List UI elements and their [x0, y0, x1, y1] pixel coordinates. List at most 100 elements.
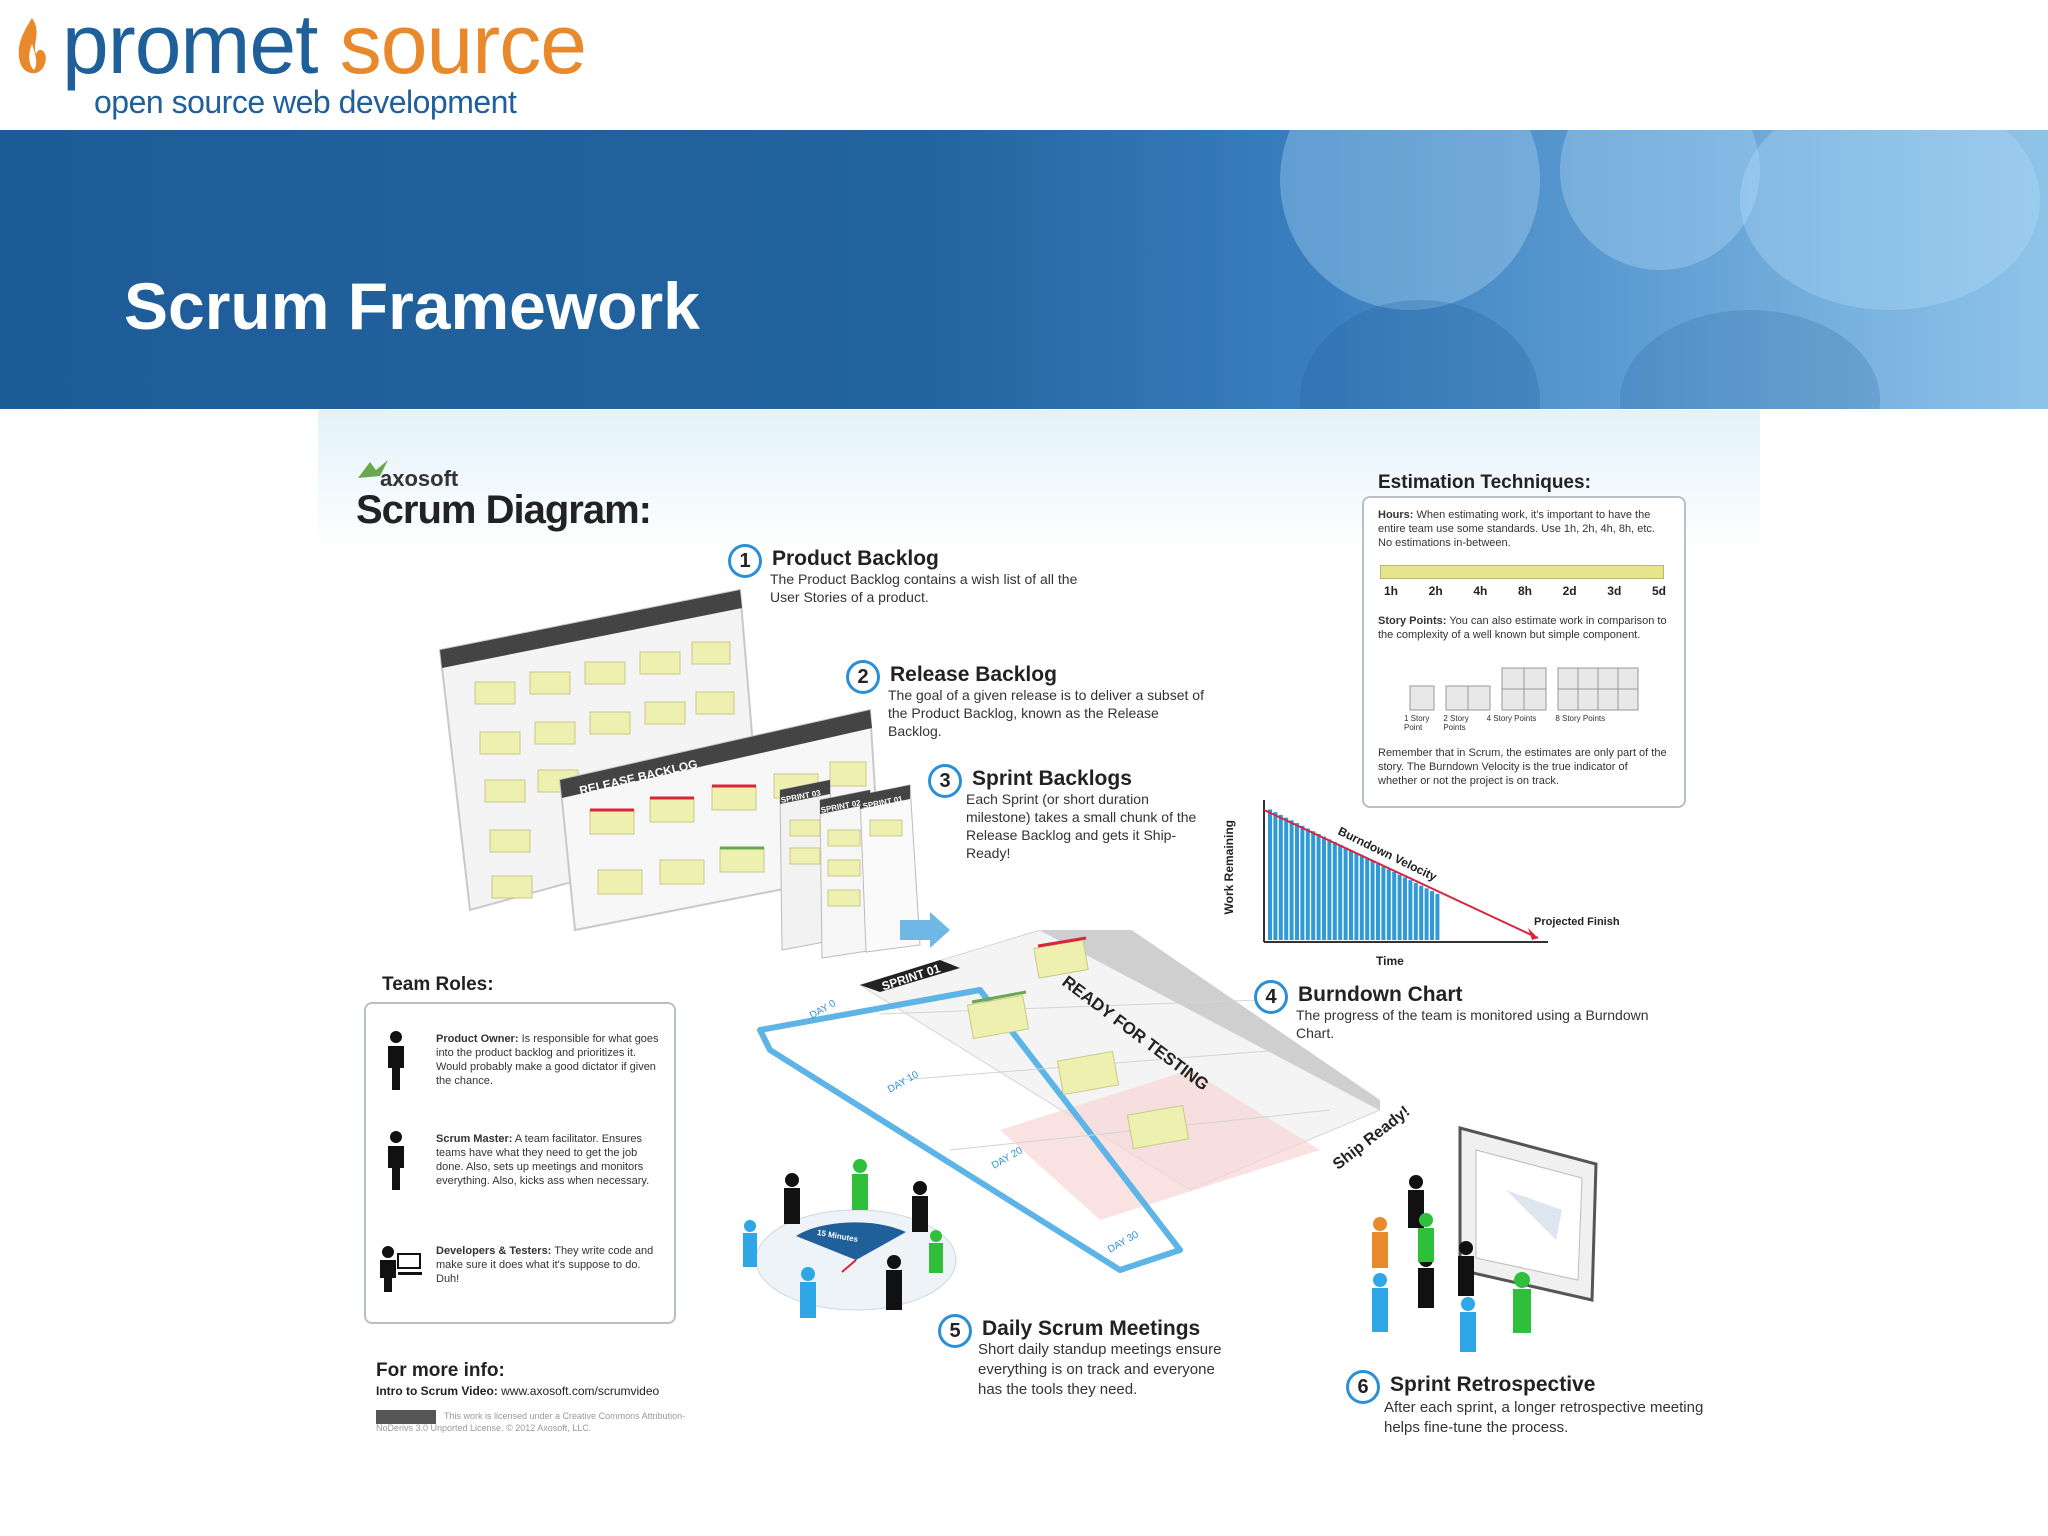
- hours-scale-ticks: 1h 2h 4h 8h 2d 3d 5d: [1384, 584, 1666, 598]
- step-product-backlog: 1 Product Backlog: [728, 544, 939, 578]
- diagram-title: Scrum Diagram:: [356, 488, 652, 532]
- hour-tick: 1h: [1384, 584, 1399, 598]
- step-body: Each Sprint (or short duration milestone…: [966, 791, 1197, 861]
- step-body: Short daily standup meetings ensure ever…: [978, 1341, 1222, 1398]
- step-title: Release Backlog: [890, 663, 1057, 687]
- team-roles-title: Team Roles:: [382, 974, 494, 995]
- point-label: 2 Story Points: [1443, 714, 1469, 732]
- role-label: Scrum Master:: [436, 1133, 513, 1145]
- story-point-labels: 1 Story Point 2 Story Points 4 Story Poi…: [1404, 714, 1614, 732]
- title-banner: [0, 130, 2048, 409]
- role-label: Product Owner:: [436, 1033, 519, 1045]
- hour-tick: 4h: [1473, 584, 1488, 598]
- sprint-sheets: [779, 779, 950, 959]
- burndown-bar: [1316, 833, 1321, 940]
- burndown-ylabel-text: Work Remaining: [1222, 820, 1236, 915]
- step-title: Daily Scrum Meetings: [982, 1317, 1201, 1341]
- step-release-backlog: 2 Release Backlog: [846, 660, 1057, 694]
- license-text: This work is licensed under a Creative C…: [376, 1411, 686, 1433]
- step-title: Burndown Chart: [1298, 983, 1463, 1007]
- more-info-title: For more info:: [376, 1360, 505, 1381]
- hour-tick: 2h: [1428, 584, 1443, 598]
- points-description: Story Points: You can also estimate work…: [1378, 614, 1668, 642]
- burndown-bar: [1300, 825, 1305, 940]
- burndown-bar: [1413, 882, 1418, 940]
- role-text: A team facilitator. Ensures teams have w…: [436, 1133, 650, 1187]
- burndown-bar: [1343, 847, 1348, 940]
- hours-scale-bar: [1380, 565, 1664, 579]
- step-number: 3: [928, 764, 962, 798]
- hour-tick: 5d: [1651, 584, 1666, 598]
- creative-commons-badge: [376, 1410, 436, 1424]
- hour-tick: 2d: [1562, 584, 1577, 598]
- point-label: 8 Story Points: [1555, 714, 1606, 723]
- burndown-bar: [1376, 863, 1380, 940]
- burndown-bar: [1327, 839, 1332, 940]
- developer-icon: [380, 1246, 422, 1292]
- burndown-bar: [1424, 888, 1429, 940]
- sprint-board-illustration: [757, 930, 1380, 1273]
- burndown-bar: [1305, 828, 1310, 940]
- company-logo[interactable]: promet source: [62, 2, 587, 86]
- burndown-bar: [1381, 866, 1386, 940]
- points-text: You can also estimate work in comparison…: [1378, 615, 1667, 641]
- step-number: 5: [938, 1314, 972, 1348]
- hours-label: Hours:: [1378, 509, 1414, 521]
- hours-description: Hours: When estimating work, it's import…: [1378, 508, 1668, 550]
- axosoft-logo-icon: [358, 460, 388, 478]
- estimation-title: Estimation Techniques:: [1378, 472, 1591, 493]
- step-body: The Product Backlog contains a wish list…: [770, 571, 1078, 605]
- release-backlog-board: [558, 708, 882, 932]
- role-developers: Developers & Testers: They write code an…: [436, 1244, 662, 1286]
- burndown-bar: [1338, 844, 1343, 940]
- hours-text: When estimating work, it's important to …: [1378, 509, 1655, 549]
- role-text: Is responsible for what goes into the pr…: [436, 1033, 659, 1087]
- role-scrum-master: Scrum Master: A team facilitator. Ensure…: [436, 1132, 662, 1188]
- hour-tick: 8h: [1517, 584, 1532, 598]
- burndown-bar: [1403, 877, 1407, 940]
- step-number: 2: [846, 660, 880, 694]
- burndown-bar: [1359, 855, 1364, 940]
- burndown-bar: [1273, 812, 1278, 940]
- points-label: Story Points:: [1378, 615, 1447, 627]
- retrospective-illustration: [1372, 1126, 1598, 1352]
- story-point-cubes: [1409, 667, 1639, 711]
- burndown-bar: [1386, 869, 1391, 940]
- hour-tick: 3d: [1607, 584, 1622, 598]
- step-title: Sprint Retrospective: [1390, 1373, 1596, 1397]
- product-owner-icon: [388, 1031, 404, 1090]
- point-label: 4 Story Points: [1486, 714, 1537, 723]
- step-title: Sprint Backlogs: [972, 767, 1132, 791]
- burndown-bar: [1397, 874, 1402, 940]
- burndown-bar: [1419, 885, 1424, 940]
- burndown-bar: [1311, 831, 1316, 940]
- burndown-bar: [1289, 820, 1294, 940]
- step-number: 1: [728, 544, 762, 578]
- burndown-bar: [1370, 861, 1375, 940]
- burndown-bar: [1365, 858, 1370, 940]
- team-roles-box: [364, 1002, 676, 1324]
- burndown-bar: [1408, 880, 1413, 940]
- more-info-link[interactable]: Intro to Scrum Video: www.axosoft.com/sc…: [376, 1384, 659, 1398]
- burndown-bar: [1322, 836, 1326, 940]
- axosoft-brand: axosoft: [380, 466, 459, 491]
- role-product-owner: Product Owner: Is responsible for what g…: [436, 1032, 662, 1088]
- burndown-bars: [1268, 809, 1440, 940]
- burndown-bar: [1435, 893, 1440, 940]
- flame-logo-icon: [18, 18, 46, 74]
- step-title: Product Backlog: [772, 547, 939, 571]
- step-body: The goal of a given release is to delive…: [888, 687, 1204, 739]
- burndown-bar: [1332, 842, 1337, 940]
- step-sprint-backlogs: 3 Sprint Backlogs: [928, 764, 1132, 798]
- burndown-xlabel: Time: [1376, 954, 1404, 968]
- burndown-chart: [1263, 800, 1548, 943]
- slide-title: Scrum Framework: [124, 269, 700, 343]
- estimation-note: Remember that in Scrum, the estimates ar…: [1378, 747, 1667, 787]
- more-info-url[interactable]: www.axosoft.com/scrumvideo: [501, 1384, 660, 1398]
- burndown-velocity-line: [1263, 809, 1539, 939]
- step-body: After each sprint, a longer retrospectiv…: [1384, 1399, 1704, 1436]
- scrum-master-icon: [388, 1131, 404, 1190]
- backlog-boards-illustration: [438, 588, 950, 959]
- burndown-finish-label: Projected Finish: [1534, 916, 1620, 928]
